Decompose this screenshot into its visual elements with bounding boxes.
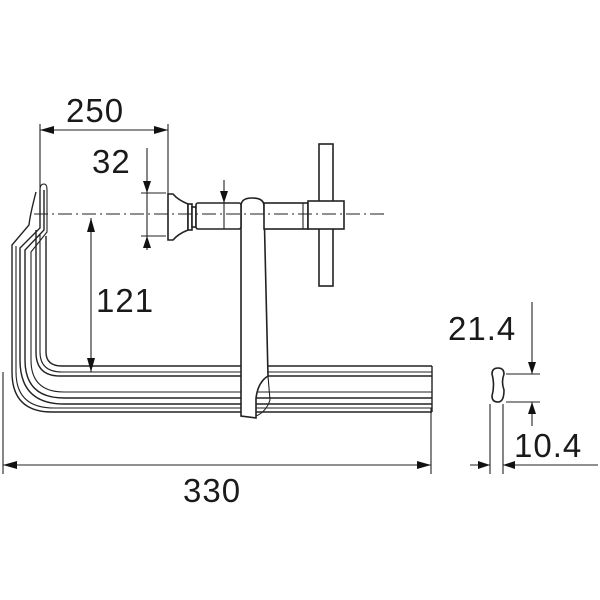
dimension-121	[87, 218, 95, 372]
sliding-arm	[240, 197, 271, 419]
dimension-label-10-4: 10.4	[514, 427, 582, 464]
dimension-label-330: 330	[183, 472, 241, 509]
dimension-label-32: 32	[92, 143, 131, 180]
dimension-330	[2, 372, 432, 474]
t-handle	[307, 143, 345, 287]
spindle-marker-arrow	[220, 180, 228, 229]
swivel-pad	[167, 193, 197, 241]
bar-cross-section	[470, 302, 598, 474]
dimension-32	[141, 148, 166, 250]
dimension-label-121: 121	[96, 282, 154, 319]
screw-spindle	[195, 202, 309, 230]
bar-rail	[11, 183, 433, 413]
dimension-label-21-4: 21.4	[448, 310, 516, 347]
dimension-250	[39, 124, 169, 194]
dimension-label-250: 250	[66, 92, 124, 129]
